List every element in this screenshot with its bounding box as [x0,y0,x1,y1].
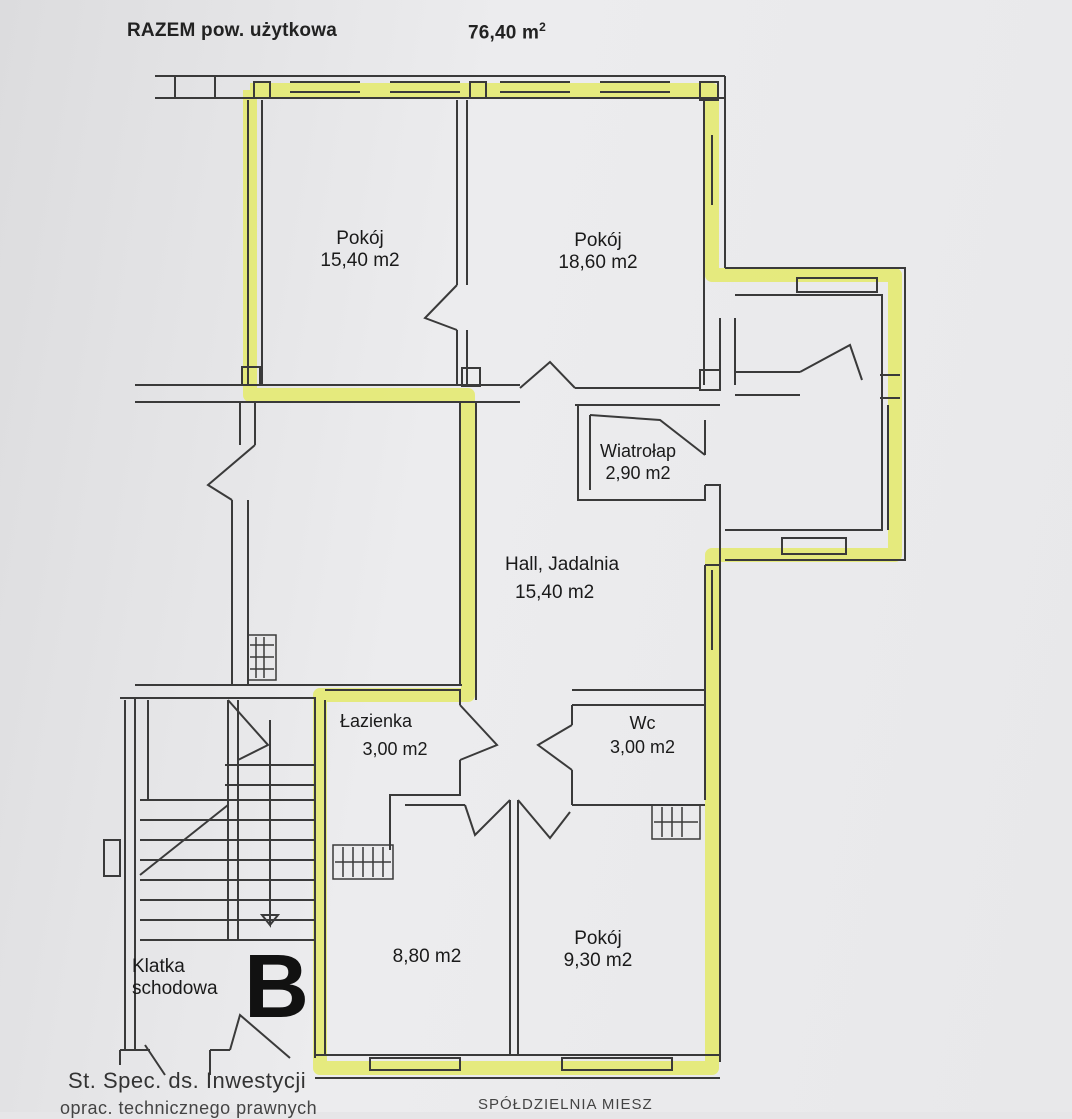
room-area: 2,90 m2 [605,463,671,483]
room-name: Pokój [574,928,622,949]
footer-text: St. Spec. ds. Inwestycji [68,1068,307,1093]
stairwell-letter: B [244,937,309,1037]
walls [103,75,906,1079]
apartment-outline-highlight [243,83,902,1075]
radiators [247,634,701,880]
room-name: Hall, Jadalnia [505,554,620,575]
footer-cooperative: SPÓŁDZIELNIA MIESZ [478,1096,653,1113]
room-hall-jadalnia: Hall, Jadalnia 15,40 m2 [505,554,665,604]
total-area-value: 76,40 m2 [468,20,546,44]
footer-text-cut: oprac. technicznego prawnych [60,1098,318,1118]
room-name: Pokój [336,228,384,249]
room-area: 8,80 m2 [392,946,462,967]
room-pokoj-2: Pokój 18,60 m2 [543,230,653,274]
room-area: 15,40 m2 [515,582,595,603]
room-area: 3,00 m2 [609,737,676,757]
room-pokoj-3: Pokój 9,30 m2 [543,928,653,972]
room-lazienka: Łazienka 3,00 m2 [340,710,450,760]
total-area-label: RAZEM pow. użytkowa [127,20,337,41]
room-name: Pokój [574,230,622,251]
room-name: Łazienka [340,711,413,731]
room-area: 3,00 m2 [362,739,428,759]
room-pokoj-1: Pokój 15,40 m2 [305,228,415,272]
room-area: 15,40 m2 [320,250,400,271]
stairwell-name-line2: schodowa [132,978,218,999]
room-name: Wc [629,713,656,733]
room-name: Wiatrołap [599,441,677,461]
room-unnamed: 8,80 m2 [372,946,482,968]
room-area: 18,60 m2 [558,252,638,273]
room-area: 9,30 m2 [563,950,633,971]
room-wiatrolap: Wiatrołap 2,90 m2 [578,440,698,484]
stairwell-name-line1: Klatka [132,956,185,977]
room-wc: Wc 3,00 m2 [590,712,695,758]
room-stairwell: Klatka schodowa [132,956,242,1000]
